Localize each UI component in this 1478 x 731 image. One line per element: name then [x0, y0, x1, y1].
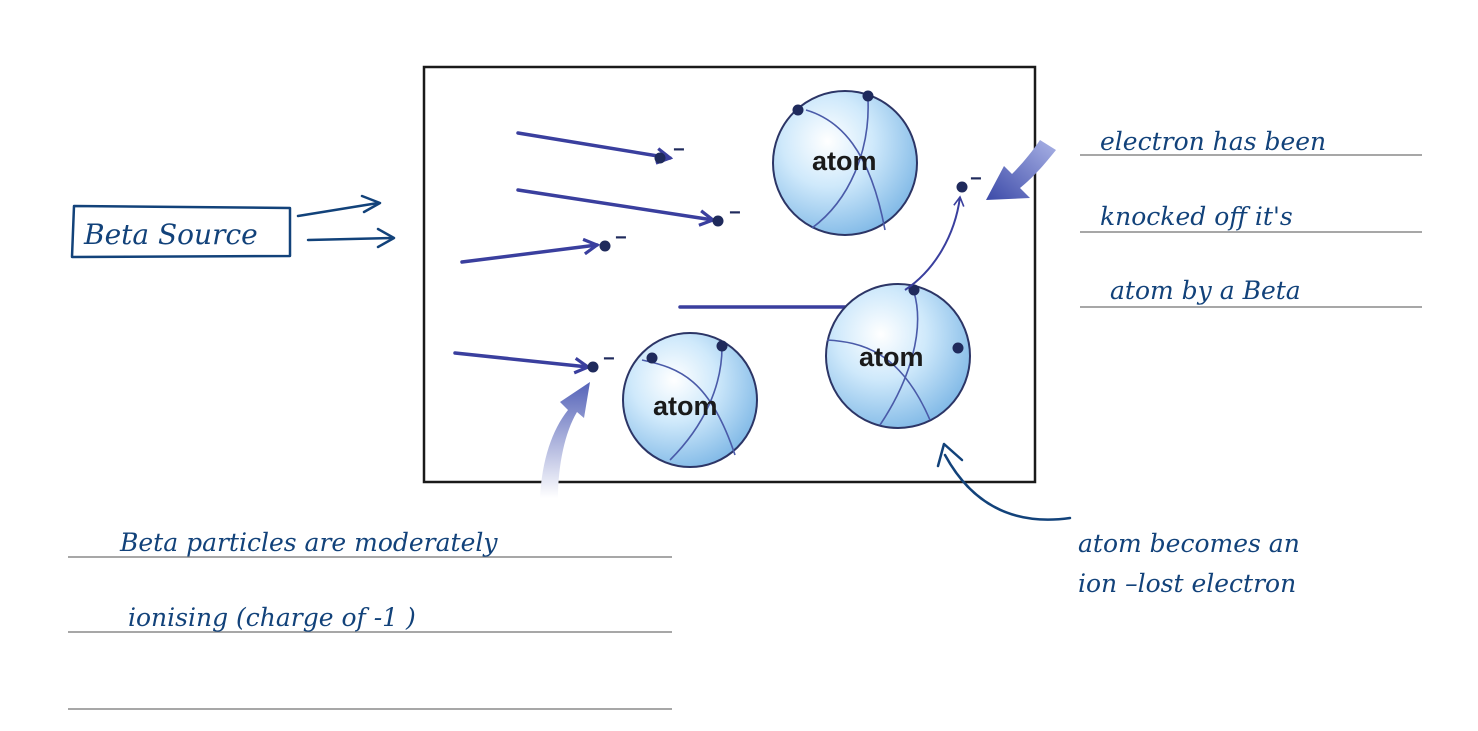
pointer-arrows [540, 140, 1056, 498]
beta-source-label: Beta Source [70, 194, 396, 259]
electron [599, 240, 611, 252]
electron [712, 215, 724, 227]
beta-source-text: Beta Source [83, 218, 258, 251]
electron-charge: − [673, 139, 685, 161]
beta-arrow-1 [516, 131, 670, 158]
electron-charge: − [615, 227, 627, 249]
note-line: Beta particles are moderately [119, 528, 498, 557]
diagram-frame [422, 65, 1037, 484]
electron-charge: − [970, 168, 982, 190]
beta-particle-arrows [453, 131, 868, 367]
electron [654, 152, 666, 164]
note-line: ionising (charge of -1 ) [128, 603, 416, 632]
atom-top: atom [772, 90, 918, 236]
big-arrow-up [540, 382, 590, 498]
electron [956, 181, 968, 193]
electron-charge: − [603, 348, 615, 370]
beta-arrow-4 [453, 351, 588, 367]
note-line: knocked off it's [1100, 202, 1293, 231]
note-line: electron has been [1100, 127, 1326, 156]
atom-bottom: atom [622, 332, 758, 468]
note-line: ion –lost electron [1078, 569, 1296, 598]
electron [587, 361, 599, 373]
ejected-electron-path [904, 195, 965, 291]
note-line: atom becomes an [1078, 529, 1300, 558]
note-atom-becomes-ion: atom becomes an ion –lost electron [936, 442, 1300, 598]
atom-right-ion: atom [825, 195, 971, 429]
atom-label: atom [812, 146, 877, 176]
note-line: atom by a Beta [1110, 276, 1301, 305]
beta-arrow-3 [460, 245, 597, 264]
big-arrow-in [986, 140, 1056, 200]
atom-label: atom [653, 391, 718, 421]
note-beta-ionising: Beta particles are moderately ionising (… [68, 528, 672, 710]
electron-charge: − [729, 202, 741, 224]
beta-arrow-2 [516, 188, 713, 220]
atom-label: atom [859, 342, 924, 372]
note-electron-knocked-off: electron has been knocked off it's atom … [1080, 127, 1422, 308]
